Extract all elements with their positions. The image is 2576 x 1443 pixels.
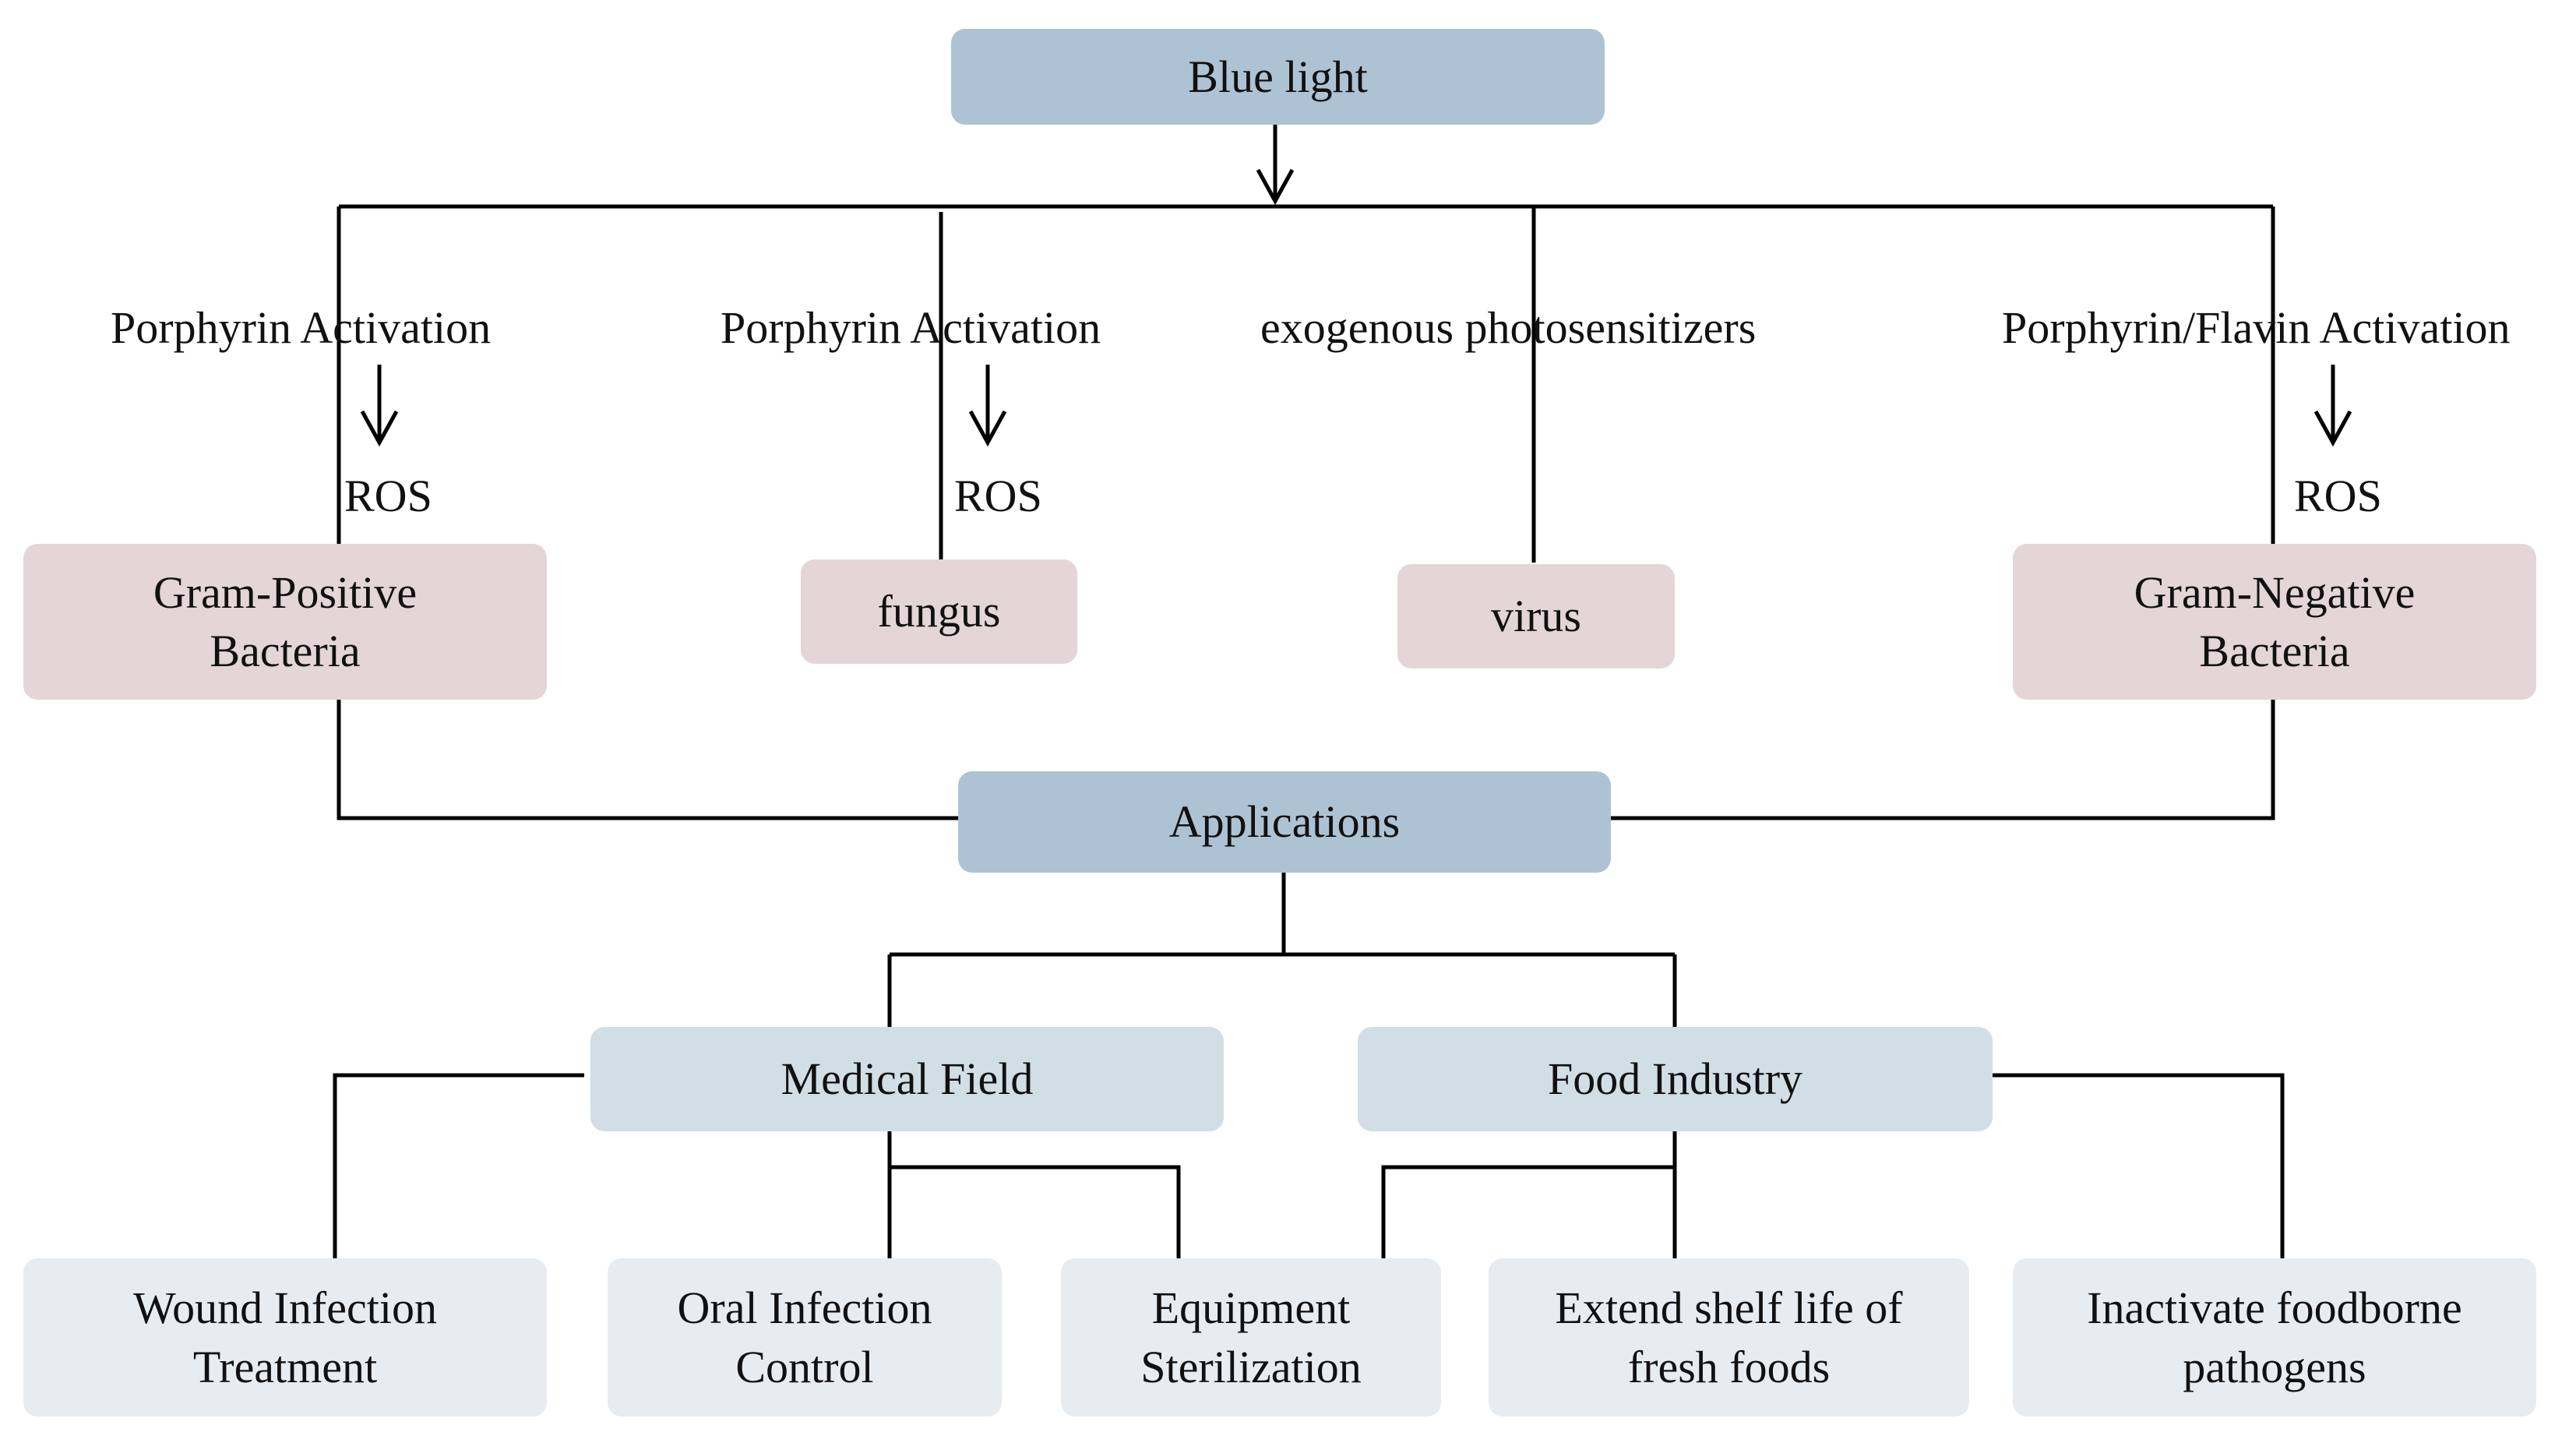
equipment-sterilization-line1: Equipment [1151,1282,1351,1334]
activation-label-fungus: Porphyrin Activation [721,302,1101,353]
shelf-life-line2: fresh foods [1627,1341,1831,1392]
activation-label-gram-negative: Porphyrin/Flavin Activation [2002,302,2511,353]
arrowhead-ros-2 [968,410,1007,447]
activation-label-virus: exogenous photosensitizers [1260,302,1757,353]
gram-positive-box: Gram-Positive Bacteria [23,544,547,700]
medical-field-box: Medical Field [590,1027,1224,1131]
blue-light-box: Blue light [951,29,1605,125]
fungus-box: fungus [801,559,1077,664]
food-industry-box: Food Industry [1358,1027,1993,1131]
ros-label-fungus: ROS [954,471,1042,521]
gram-positive-line1: Gram-Positive [153,566,418,618]
foodborne-pathogens-box: Inactivate foodborne pathogens [2013,1258,2536,1417]
blue-light-label: Blue light [1188,51,1368,102]
arrowhead-blue-light [1256,168,1295,206]
medical-field-label: Medical Field [781,1053,1034,1105]
link-food-foodborne [1993,1073,2285,1258]
virus-box: virus [1397,564,1675,669]
gram-positive-line2: Bacteria [210,626,361,676]
link-food-equipment [1381,1165,1675,1258]
gram-negative-line2: Bacteria [2199,626,2350,676]
gram-negative-box: Gram-Negative Bacteria [2013,544,2536,700]
equipment-sterilization-box: Equipment Sterilization [1061,1258,1441,1417]
oral-infection-box: Oral Infection Control [608,1258,1002,1417]
ros-label-gram-positive: ROS [344,471,432,521]
foodborne-pathogens-line1: Inactivate foodborne [2087,1282,2462,1334]
applications-label: Applications [1168,796,1401,848]
ros-label-gram-negative: ROS [2294,471,2382,521]
equipment-sterilization-line2: Sterilization [1140,1341,1362,1392]
arrowhead-ros-1 [360,410,399,447]
virus-label: virus [1491,591,1581,642]
link-gram-positive-applications [337,700,958,820]
wound-infection-line2: Treatment [192,1341,378,1392]
link-gram-negative-applications [1611,700,2275,820]
fungus-label: fungus [877,586,1001,637]
shelf-life-line1: Extend shelf life of [1555,1282,1903,1334]
link-medical-equipment [890,1165,1181,1258]
shelf-life-box: Extend shelf life of fresh foods [1489,1258,1969,1417]
oral-infection-line1: Oral Infection [677,1282,932,1334]
wound-infection-line1: Wound Infection [133,1282,437,1334]
arrowhead-ros-3 [2313,410,2352,447]
oral-infection-line2: Control [735,1341,874,1392]
gram-negative-line1: Gram-Negative [2134,566,2416,618]
wound-infection-box: Wound Infection Treatment [23,1258,547,1417]
applications-box: Applications [958,771,1611,873]
link-medical-wound [333,1073,584,1258]
food-industry-label: Food Industry [1547,1053,1803,1105]
foodborne-pathogens-line2: pathogens [2183,1341,2366,1392]
activation-label-gram-positive: Porphyrin Activation [111,302,492,353]
